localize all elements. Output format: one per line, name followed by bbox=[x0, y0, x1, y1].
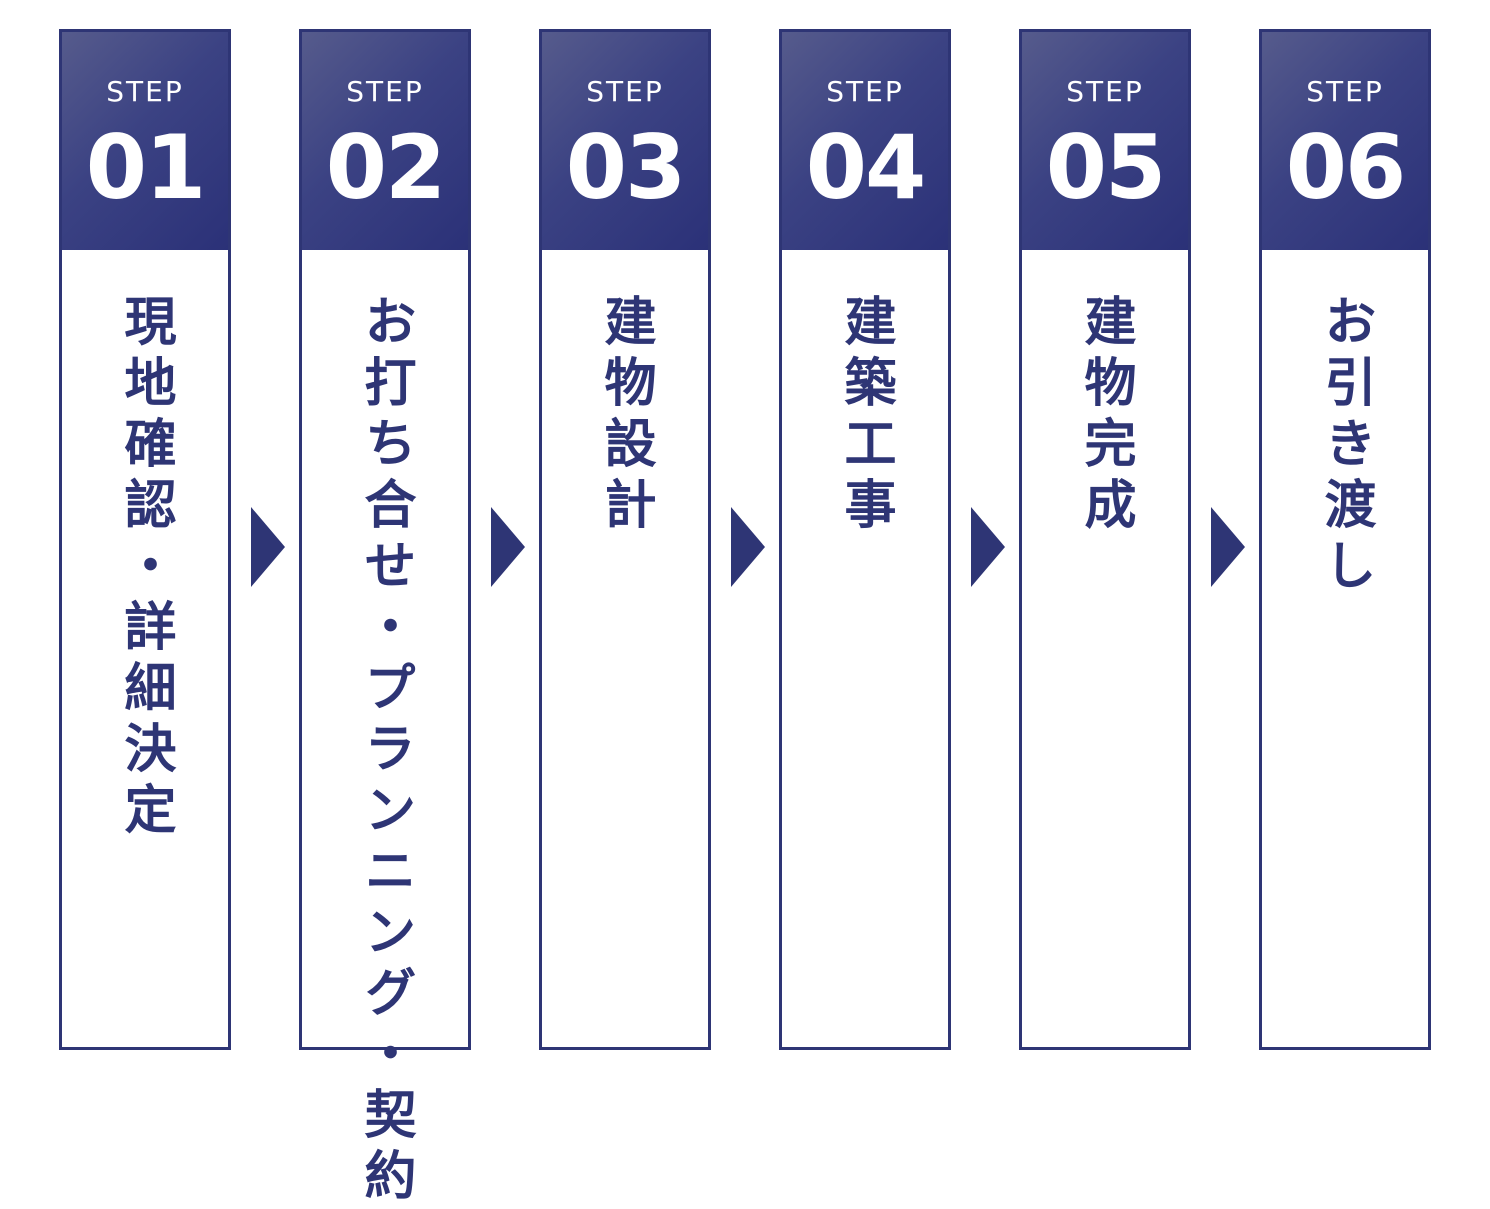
step-card-05: STEP 05 建物完成 bbox=[1019, 29, 1191, 1050]
step-card-04: STEP 04 建築工事 bbox=[779, 29, 951, 1050]
chevron-right-icon bbox=[491, 507, 525, 587]
step-number: 05 bbox=[1045, 116, 1166, 219]
step-header: STEP 01 bbox=[62, 32, 228, 250]
step-label: STEP bbox=[826, 75, 904, 108]
step-card-01: STEP 01 現地確認・詳細決定 bbox=[59, 29, 231, 1050]
step-title: お引き渡し bbox=[1315, 294, 1375, 599]
step-label: STEP bbox=[1306, 75, 1384, 108]
step-label: STEP bbox=[1066, 75, 1144, 108]
step-card-06: STEP 06 お引き渡し bbox=[1259, 29, 1431, 1050]
chevron-right-icon bbox=[971, 507, 1005, 587]
step-header: STEP 05 bbox=[1022, 32, 1188, 250]
step-number: 02 bbox=[325, 116, 446, 219]
step-header: STEP 04 bbox=[782, 32, 948, 250]
chevron-right-icon bbox=[251, 507, 285, 587]
step-header: STEP 02 bbox=[302, 32, 468, 250]
step-card-03: STEP 03 建物設計 bbox=[539, 29, 711, 1050]
chevron-right-icon bbox=[731, 507, 765, 587]
step-flow-diagram: STEP 01 現地確認・詳細決定 STEP 02 お打ち合せ・プランニング・契… bbox=[59, 29, 1431, 1209]
step-number: 03 bbox=[565, 116, 686, 219]
step-number: 06 bbox=[1285, 116, 1406, 219]
step-label: STEP bbox=[586, 75, 664, 108]
step-title: 現地確認・詳細決定 bbox=[115, 294, 175, 843]
step-number: 01 bbox=[85, 116, 206, 219]
step-title: 建築工事 bbox=[835, 294, 895, 538]
step-number: 04 bbox=[805, 116, 926, 219]
step-label: STEP bbox=[346, 75, 424, 108]
step-card-02: STEP 02 お打ち合せ・プランニング・契約 bbox=[299, 29, 471, 1209]
step-label: STEP bbox=[106, 75, 184, 108]
step-header: STEP 03 bbox=[542, 32, 708, 250]
step-title: お打ち合せ・プランニング・契約 bbox=[355, 294, 415, 1209]
chevron-right-icon bbox=[1211, 507, 1245, 587]
step-header: STEP 06 bbox=[1262, 32, 1428, 250]
step-title: 建物設計 bbox=[595, 294, 655, 538]
step-title: 建物完成 bbox=[1075, 294, 1135, 538]
